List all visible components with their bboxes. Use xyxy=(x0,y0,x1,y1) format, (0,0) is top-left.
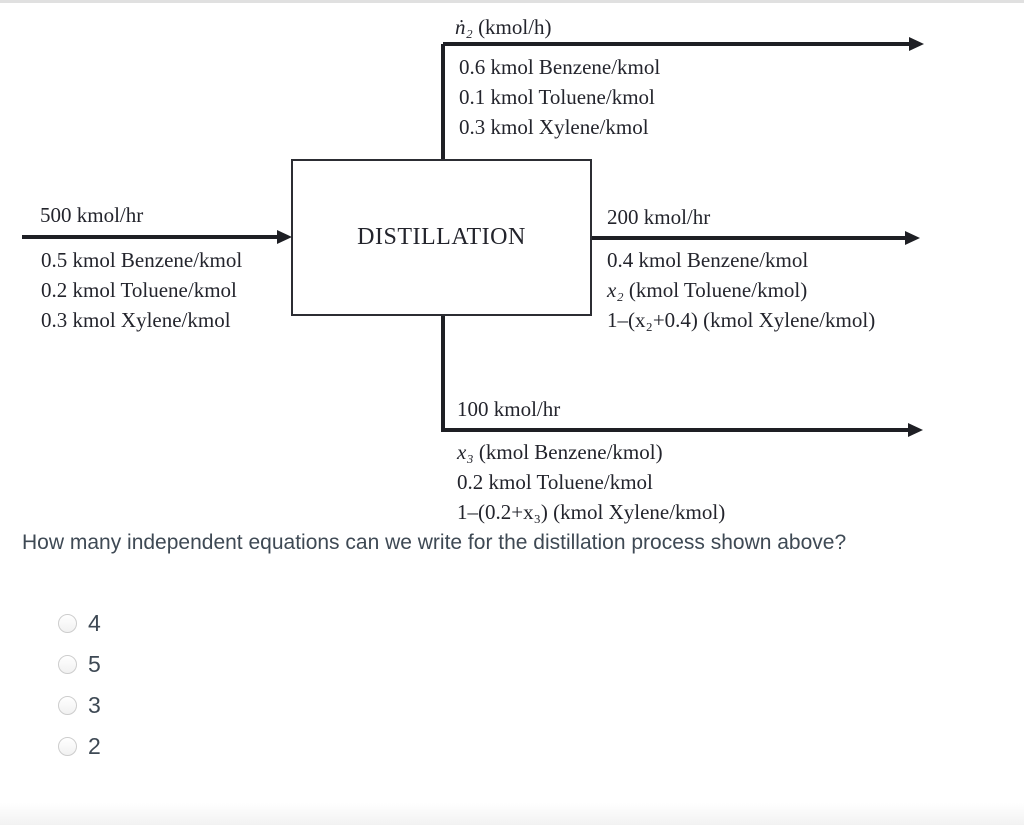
bottoms-stream-downcomer-line xyxy=(441,316,445,432)
composition-line: 0.2 kmol Toluene/kmol xyxy=(41,278,237,302)
top-divider xyxy=(0,0,1024,3)
overhead-flow-label: ṅ₂ (kmol/h) xyxy=(455,15,552,40)
distillation-unit-box: DISTILLATION xyxy=(291,159,592,316)
bottoms-benzene-variable: x₃ xyxy=(457,440,474,464)
feed-stream-arrow-line xyxy=(22,235,278,239)
feed-arrowhead-icon xyxy=(277,230,292,244)
composition-line: 0.1 kmol Toluene/kmol xyxy=(459,85,655,109)
bottoms-composition: x₃ (kmol Benzene/kmol) 0.2 kmol Toluene/… xyxy=(457,437,725,527)
side-toluene-variable: x₂ xyxy=(607,278,624,302)
composition-line: 0.2 kmol Toluene/kmol xyxy=(457,470,653,494)
side-stream-arrow-line xyxy=(592,236,906,240)
answer-option-2[interactable]: 2 xyxy=(58,733,101,759)
composition-line: 1–(0.2+x₃) (kmol Xylene/kmol) xyxy=(457,500,726,524)
side-flow-label: 200 kmol/hr xyxy=(607,205,711,229)
composition-line: x₃ (kmol Benzene/kmol) xyxy=(457,437,725,467)
composition-line: x₂ (kmol Toluene/kmol) xyxy=(607,275,875,305)
composition-line: 0.5 kmol Benzene/kmol xyxy=(41,248,243,272)
overhead-stream-riser-line xyxy=(441,44,445,159)
option-label[interactable]: 4 xyxy=(88,609,101,636)
composition-line: 1–(x₂+0.4) (kmol Xylene/kmol) xyxy=(607,308,876,332)
radio-button[interactable] xyxy=(58,613,77,633)
answer-option-3[interactable]: 3 xyxy=(58,692,101,718)
option-label[interactable]: 2 xyxy=(88,732,101,759)
overhead-flow-variable: ṅ₂ xyxy=(455,15,473,39)
question-text: How many independent equations can we wr… xyxy=(22,531,847,554)
overhead-composition: 0.6 kmol Benzene/kmol 0.1 kmol Toluene/k… xyxy=(459,52,660,142)
overhead-flow-units: (kmol/h) xyxy=(472,15,552,39)
side-arrowhead-icon xyxy=(905,231,920,245)
bottoms-stream-arrow-line xyxy=(443,428,909,432)
feed-flow-label: 500 kmol/hr xyxy=(40,203,144,227)
composition-line: 0.3 kmol Xylene/kmol xyxy=(41,308,231,332)
composition-line: 0.4 kmol Benzene/kmol xyxy=(607,248,809,272)
overhead-arrowhead-icon xyxy=(909,37,924,51)
option-label[interactable]: 3 xyxy=(88,691,101,718)
feed-composition: 0.5 kmol Benzene/kmol 0.2 kmol Toluene/k… xyxy=(41,245,242,335)
side-toluene-units: (kmol Toluene/kmol) xyxy=(623,278,808,302)
radio-button[interactable] xyxy=(58,654,77,674)
bottoms-benzene-units: (kmol Benzene/kmol) xyxy=(473,440,663,464)
bottoms-flow-label: 100 kmol/hr xyxy=(457,397,561,421)
answer-option-5[interactable]: 5 xyxy=(58,651,101,677)
composition-line: 0.3 kmol Xylene/kmol xyxy=(459,115,649,139)
bottom-fade xyxy=(0,803,1024,825)
overhead-stream-arrow-line xyxy=(443,42,909,46)
answer-option-4[interactable]: 4 xyxy=(58,610,101,636)
distillation-unit-label: DISTILLATION xyxy=(357,224,526,250)
side-composition: 0.4 kmol Benzene/kmol x₂ (kmol Toluene/k… xyxy=(607,245,875,335)
radio-button[interactable] xyxy=(58,695,77,715)
radio-button[interactable] xyxy=(58,736,77,756)
composition-line: 0.6 kmol Benzene/kmol xyxy=(459,55,661,79)
bottoms-arrowhead-icon xyxy=(908,423,923,437)
option-label[interactable]: 5 xyxy=(88,650,101,677)
